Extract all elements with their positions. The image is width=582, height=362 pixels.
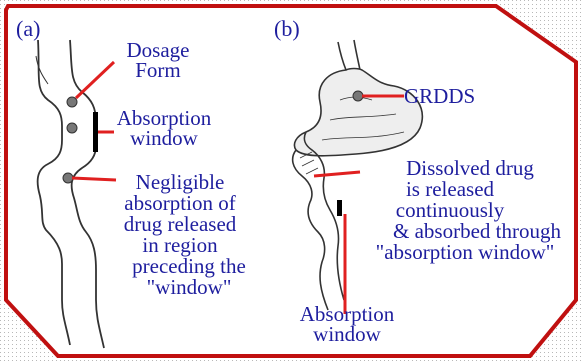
label-absorption-window-b-line-2: window bbox=[292, 324, 402, 344]
label-absorption-window-a-line-1: Absorption bbox=[108, 108, 220, 128]
panel-b-absorption-window-bar bbox=[337, 200, 342, 216]
label-dissolved-drug: Dissolved drug is released continuously … bbox=[356, 158, 574, 263]
panel-a-absorption-window-bar bbox=[93, 112, 98, 152]
label-dosage-form-line-2: Form bbox=[110, 60, 206, 80]
label-grdds: GRDDS bbox=[404, 86, 488, 106]
label-absorption-window-b-line-1: Absorption bbox=[292, 304, 402, 324]
panel-b-letter: (b) bbox=[274, 16, 300, 42]
label-absorption-window-a: Absorption window bbox=[108, 108, 220, 148]
label-absorption-window-a-line-2: window bbox=[108, 128, 220, 148]
label-negligible-absorption: Negligible absorption of drug released i… bbox=[92, 172, 268, 298]
label-negligible-line-1: Negligible bbox=[92, 172, 268, 193]
label-negligible-line-2: absorption of bbox=[92, 193, 268, 214]
label-negligible-line-5: preceding the bbox=[92, 256, 268, 277]
dosage-form-particle-1 bbox=[67, 97, 77, 107]
label-negligible-line-3: drug released bbox=[92, 214, 268, 235]
label-negligible-line-4: in region bbox=[92, 235, 268, 256]
dosage-form-particle-2 bbox=[67, 123, 77, 133]
label-dissolved-line-4: & absorbed through bbox=[356, 221, 574, 242]
dosage-form-particle-3 bbox=[63, 173, 73, 183]
label-absorption-window-b: Absorption window bbox=[292, 304, 402, 344]
label-dissolved-line-2: is released bbox=[356, 179, 574, 200]
label-dosage-form: Dosage Form bbox=[110, 40, 206, 80]
panel-b-grdds-particle bbox=[353, 91, 363, 101]
panel-a-letter: (a) bbox=[16, 16, 40, 42]
label-dissolved-line-3: continuously bbox=[356, 200, 574, 221]
label-dissolved-line-1: Dissolved drug bbox=[356, 158, 574, 179]
label-negligible-line-6: "window" bbox=[92, 277, 268, 298]
label-dosage-form-line-1: Dosage bbox=[110, 40, 206, 60]
label-dissolved-line-5: "absorption window" bbox=[356, 242, 574, 263]
